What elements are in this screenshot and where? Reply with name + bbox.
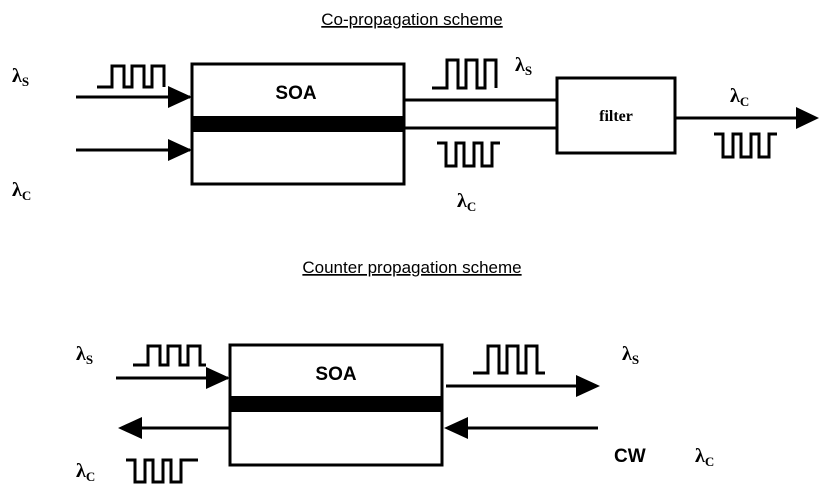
co-output-arrowhead <box>796 107 819 129</box>
counter-output-signal-arrowhead <box>576 375 600 397</box>
co-mid-signal-pulse <box>432 58 498 90</box>
co-input-control-arrowhead <box>168 139 192 161</box>
counter-cw-control-label: λC <box>695 445 714 469</box>
co-output-control-label: λC <box>730 85 749 109</box>
counter-scheme-title: Counter propagation scheme <box>302 258 521 277</box>
counter-input-signal-arrowhead <box>206 367 230 389</box>
co-output-control-pulse <box>714 132 777 159</box>
co-input-signal-pulse <box>97 64 166 89</box>
co-mid-control-label: λC <box>457 190 476 214</box>
counter-input-signal-label: λS <box>76 343 93 367</box>
counter-soa-label: SOA <box>315 364 356 385</box>
co-propagation-scheme: Co-propagation scheme λS λC SOA λS λC fi… <box>12 10 819 214</box>
counter-output-control-arrowhead <box>118 417 142 439</box>
counter-soa-active-region <box>230 396 442 412</box>
co-filter-box <box>555 76 677 155</box>
counter-output-signal-pulse <box>473 344 545 375</box>
co-scheme-title: Co-propagation scheme <box>321 10 502 29</box>
co-mid-control-pulse <box>437 141 500 168</box>
co-input-signal-label: λS <box>12 65 29 89</box>
co-soa-active-region <box>192 116 404 132</box>
counter-input-signal-pulse <box>133 344 206 367</box>
counter-output-control-pulse <box>126 458 198 484</box>
counter-cw-arrowhead <box>444 417 468 439</box>
co-input-signal-arrowhead <box>168 86 192 108</box>
co-input-control-label: λC <box>12 179 31 203</box>
co-filter-label: filter <box>599 108 633 125</box>
counter-cw-label: CW <box>614 446 646 467</box>
counter-propagation-scheme: Counter propagation scheme λS SOA λS CW … <box>76 258 714 484</box>
counter-output-signal-label: λS <box>622 343 639 367</box>
co-mid-signal-label: λS <box>515 54 532 78</box>
counter-output-control-label: λC <box>76 460 95 484</box>
co-soa-label: SOA <box>275 83 316 104</box>
